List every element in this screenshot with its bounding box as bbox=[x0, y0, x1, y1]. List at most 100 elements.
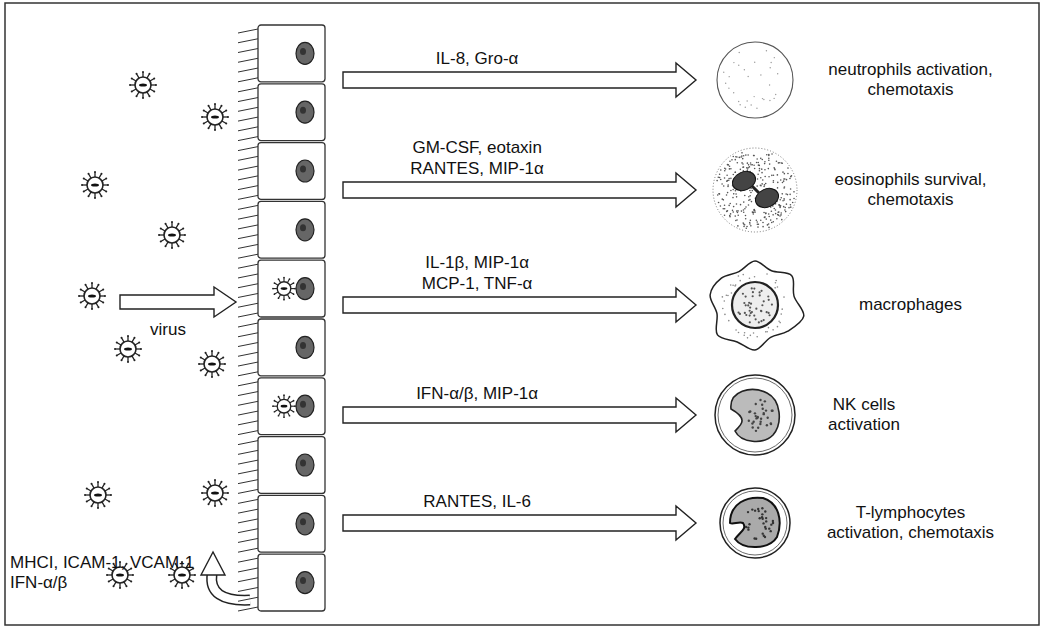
virus-spike-tip bbox=[278, 415, 280, 417]
granule bbox=[727, 184, 729, 186]
chromatin bbox=[759, 517, 761, 519]
virus-spike-tip bbox=[211, 376, 213, 378]
granule bbox=[724, 177, 726, 179]
granule bbox=[756, 221, 758, 223]
granule bbox=[727, 186, 729, 188]
chromatin bbox=[770, 523, 772, 525]
cell-label-box: NK cells activation bbox=[818, 395, 910, 436]
cell-membrane bbox=[710, 261, 804, 350]
granule bbox=[768, 154, 770, 156]
cilium bbox=[238, 401, 258, 405]
cilium bbox=[238, 362, 258, 366]
granule bbox=[758, 224, 760, 226]
cilium bbox=[238, 372, 258, 376]
nucleolus bbox=[300, 283, 306, 290]
granule bbox=[765, 218, 767, 220]
vesicle bbox=[732, 284, 734, 286]
granule bbox=[779, 207, 781, 209]
virus-particle bbox=[114, 335, 142, 363]
virus-spike-tip bbox=[81, 184, 83, 186]
granule bbox=[770, 219, 772, 221]
virus-spike-tip bbox=[188, 585, 190, 587]
granule bbox=[759, 168, 761, 170]
granule bbox=[729, 161, 731, 163]
chromatin bbox=[750, 312, 752, 314]
epithelial-cell bbox=[258, 378, 325, 435]
virus-spike-tip bbox=[214, 505, 216, 507]
granule bbox=[775, 209, 777, 211]
vesicle bbox=[727, 295, 729, 297]
virus-spike-tip bbox=[293, 293, 295, 295]
granule bbox=[747, 168, 749, 170]
granule bbox=[723, 72, 724, 73]
granule bbox=[771, 153, 773, 155]
virus-particle bbox=[158, 221, 186, 249]
virus-capsid bbox=[84, 288, 100, 304]
chromatin bbox=[756, 417, 758, 419]
granule bbox=[764, 176, 766, 178]
chromatin bbox=[761, 518, 763, 520]
chromatin bbox=[761, 513, 763, 515]
cell-type: neutrophils activation, chemotaxis bbox=[700, 30, 1003, 130]
epithelial-cell bbox=[258, 143, 325, 200]
virus-spike-tip bbox=[165, 245, 167, 247]
chromatin bbox=[766, 311, 768, 313]
chromatin bbox=[745, 295, 747, 297]
chromatin bbox=[758, 510, 760, 512]
virus-spike-tip bbox=[149, 73, 151, 75]
vesicle bbox=[774, 287, 776, 289]
granule bbox=[749, 195, 751, 197]
granule bbox=[782, 182, 784, 184]
granule bbox=[726, 180, 728, 182]
granule bbox=[777, 214, 779, 216]
granule bbox=[724, 167, 726, 169]
chromatin bbox=[755, 417, 757, 419]
vesicle bbox=[730, 284, 732, 286]
virus-spike-tip bbox=[192, 581, 194, 583]
granule bbox=[717, 176, 719, 178]
granule bbox=[782, 200, 784, 202]
granule bbox=[768, 158, 770, 160]
granule bbox=[792, 202, 794, 204]
granule bbox=[726, 174, 728, 176]
cell-label-box: neutrophils activation, chemotaxis bbox=[818, 60, 1003, 101]
chromatin bbox=[772, 520, 774, 522]
cell-type: eosinophils survival, chemotaxis bbox=[700, 140, 1003, 240]
vesicle bbox=[753, 332, 755, 334]
virus-spike-tip bbox=[102, 289, 104, 291]
chromatin bbox=[759, 421, 761, 423]
granule bbox=[745, 107, 746, 108]
virus-spike-tip bbox=[105, 191, 107, 193]
granule bbox=[764, 184, 766, 186]
cilium bbox=[238, 264, 258, 268]
granule bbox=[725, 83, 726, 84]
chromatin bbox=[749, 306, 751, 308]
granule bbox=[784, 209, 786, 211]
cilium bbox=[238, 509, 258, 513]
chromatin bbox=[737, 311, 739, 313]
cilium bbox=[238, 558, 258, 562]
virus-spike-tip bbox=[208, 503, 210, 505]
virus-spike-tip bbox=[214, 479, 216, 481]
granule bbox=[741, 152, 743, 154]
granule bbox=[737, 212, 739, 214]
cell-label-box: T-lymphocytes activation, chemotaxis bbox=[818, 503, 1003, 544]
virus-spike-tip bbox=[283, 299, 285, 301]
chromatin bbox=[757, 508, 759, 510]
granule bbox=[770, 67, 771, 68]
chromatin bbox=[747, 511, 749, 513]
chromatin bbox=[765, 520, 767, 522]
cell-drawing bbox=[700, 30, 810, 130]
virus-spike-tip bbox=[104, 483, 106, 485]
epithelial-cell bbox=[258, 260, 325, 317]
granule bbox=[780, 205, 782, 207]
granule bbox=[732, 156, 734, 158]
virus-spike-tip bbox=[208, 105, 210, 107]
virus-spike-tip bbox=[86, 501, 88, 503]
granule bbox=[748, 199, 750, 201]
granule bbox=[785, 193, 787, 195]
virus-spike-tip bbox=[84, 494, 86, 496]
virus-spike-tip bbox=[129, 84, 131, 86]
virus-spike-tip bbox=[149, 95, 151, 97]
epithelial-cell bbox=[258, 319, 325, 376]
